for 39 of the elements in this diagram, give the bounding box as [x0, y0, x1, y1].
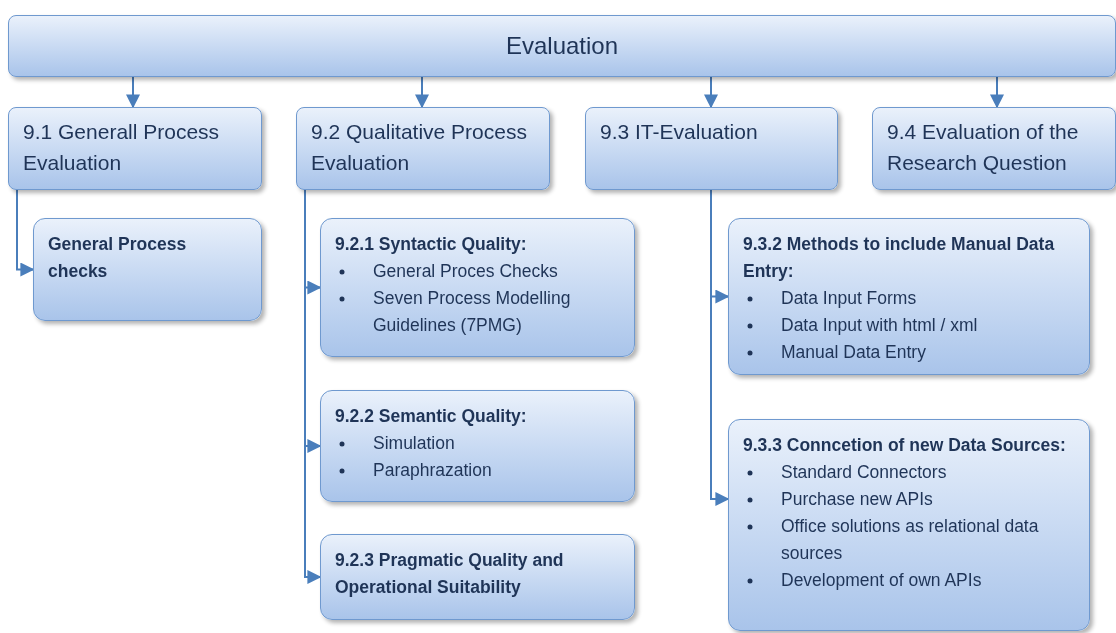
section-heading: 9.4 Evaluation of the Research Question [887, 119, 1080, 176]
section-heading: 9.1 Generall Process Evaluation [23, 119, 221, 176]
connector-arrow [16, 189, 35, 277]
section-box [296, 107, 550, 190]
topic-heading: General Process checks [48, 233, 188, 283]
section-heading: 9.2 Qualitative Process Evaluation [311, 119, 528, 176]
topic-box [320, 534, 635, 620]
connector-arrow [990, 76, 1004, 109]
connector-arrow [415, 76, 429, 109]
connector-arrow [710, 189, 730, 506]
bullet-item: General Proces Checks [373, 260, 558, 283]
section-heading: 9.3 IT-Evaluation [600, 119, 759, 145]
bullet-item: Office solutions as relational data sources [781, 515, 1040, 565]
connector-arrow [704, 76, 718, 109]
topic-box [320, 218, 635, 357]
section-box [872, 107, 1116, 190]
bullet-item: Data Input Forms [781, 287, 917, 310]
bullet-item: Seven Process Modelling Guidelines (7PMG) [373, 287, 572, 337]
topic-box [728, 419, 1090, 631]
connector-arrow [126, 76, 140, 109]
bullet-item: Development of own APIs [781, 569, 982, 592]
topic-heading: 9.2.1 Syntactic Quality: [335, 233, 528, 256]
section-box [8, 107, 262, 190]
topic-heading: 9.2.3 Pragmatic Quality and Operational Suitability [335, 549, 565, 599]
topic-box [728, 218, 1090, 375]
topic-box [320, 390, 635, 502]
section-box [585, 107, 838, 190]
topic-heading: 9.3.3 Conncetion of new Data Sources: [743, 434, 1067, 457]
title-banner [8, 15, 1116, 77]
topic-heading: 9.3.2 Methods to include Manual Data Entry: [743, 233, 1056, 283]
bullet-item: Simulation [373, 432, 455, 455]
topic-box [33, 218, 262, 321]
bullet-item: Paraphrazation [373, 459, 492, 482]
bullet-item: Standard Connectors [781, 461, 947, 484]
bullet-item: Data Input with html / xml [781, 314, 978, 337]
bullet-item: Manual Data Entry [781, 341, 926, 364]
bullet-item: Purchase new APIs [781, 488, 933, 511]
topic-heading: 9.2.2 Semantic Quality: [335, 405, 528, 428]
title-text: Evaluation [505, 31, 619, 61]
